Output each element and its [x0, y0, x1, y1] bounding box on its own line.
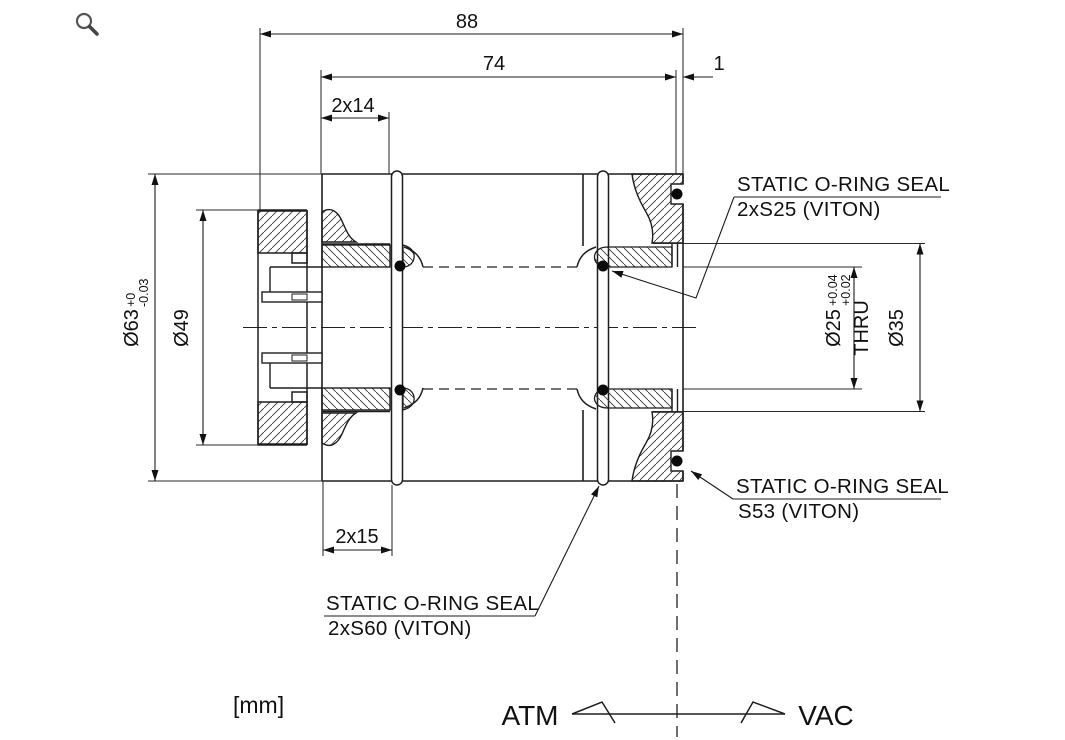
collet-fingers [261, 266, 323, 389]
vac-label: VAC [798, 700, 854, 731]
svg-text:Ø25: Ø25 [823, 309, 845, 347]
dim-d63-tol-upper: +0 [124, 293, 138, 307]
svg-text:Ø49: Ø49 [171, 309, 193, 347]
extension-lines [148, 28, 925, 556]
oring-cross-sections [394, 188, 683, 467]
seal-callout-s25: STATIC O-RING SEAL 2xS25 (VITON) [737, 173, 950, 221]
sleeve-flares [403, 246, 597, 410]
seal-callout-s60: STATIC O-RING SEAL 2xS60 (VITON) [326, 592, 539, 640]
leader-s53 [690, 470, 734, 500]
dim-2x14-label: 2x14 [331, 95, 374, 117]
oring-s25-back-bottom [597, 384, 609, 396]
seal-callout-s53: STATIC O-RING SEAL S53 (VITON) [736, 475, 949, 523]
dim-d35-label: Ø35 [886, 309, 908, 347]
bore-hidden-lines [423, 266, 577, 390]
gland-band-tips [402, 244, 673, 411]
clamp-flange-right [631, 173, 684, 482]
oring-s60-front [390, 170, 404, 486]
seal-s60-spec: 2xS60 (VITON) [328, 617, 472, 640]
oring-s53-top [671, 188, 683, 200]
dimension-lines [151, 30, 924, 554]
dim-d25-tol-lower: +0.02 [839, 274, 853, 306]
oring-s25-front-top [394, 260, 406, 272]
units-label: [mm] [233, 692, 284, 718]
dim-2x15-label: 2x15 [335, 526, 378, 548]
atm-direction-arrow [571, 701, 616, 724]
leader-s25 [611, 196, 735, 299]
svg-text:+0.04 +0.02: +0.04 +0.02 [826, 271, 853, 306]
gland-flange-left [321, 208, 391, 447]
oring-s25-front-bottom [394, 384, 406, 396]
oring-s60-back [596, 170, 610, 486]
seal-s53-title: STATIC O-RING SEAL [736, 475, 949, 498]
seal-s25-spec: 2xS25 (VITON) [737, 198, 881, 221]
dim-d25-label: Ø25 +0.04 +0.02 [823, 271, 853, 347]
svg-text:THRU: THRU [851, 300, 873, 356]
vac-direction-arrow [740, 701, 786, 724]
dim-1-label: 1 [713, 53, 724, 75]
oring-s53-bottom [671, 455, 683, 467]
svg-text:Ø63: Ø63 [121, 309, 143, 347]
dim-d25-tol-upper: +0.04 [826, 274, 840, 306]
seal-s25-title: STATIC O-RING SEAL [737, 173, 950, 196]
zoom-icon[interactable] [75, 12, 99, 36]
atm-label: ATM [501, 700, 558, 731]
oring-s25-back-top [597, 260, 609, 272]
end-cap [257, 209, 308, 446]
dim-d63-tol-lower: -0.03 [137, 278, 151, 307]
dim-d49-label: Ø49 [171, 309, 193, 347]
leader-lines [324, 196, 941, 617]
svg-text:+0 -0.03: +0 -0.03 [124, 278, 151, 307]
seal-s53-spec: S53 (VITON) [738, 500, 859, 523]
atm-vac-indicator [571, 701, 786, 724]
seal-s60-title: STATIC O-RING SEAL [326, 592, 539, 615]
svg-text:Ø35: Ø35 [886, 309, 908, 347]
dim-88-label: 88 [456, 11, 478, 33]
dim-d25-thru-label: THRU [851, 300, 873, 356]
dim-d63-label: Ø63 +0 -0.03 [121, 278, 151, 346]
leader-s60 [534, 485, 600, 617]
dim-74-label: 74 [483, 53, 505, 75]
